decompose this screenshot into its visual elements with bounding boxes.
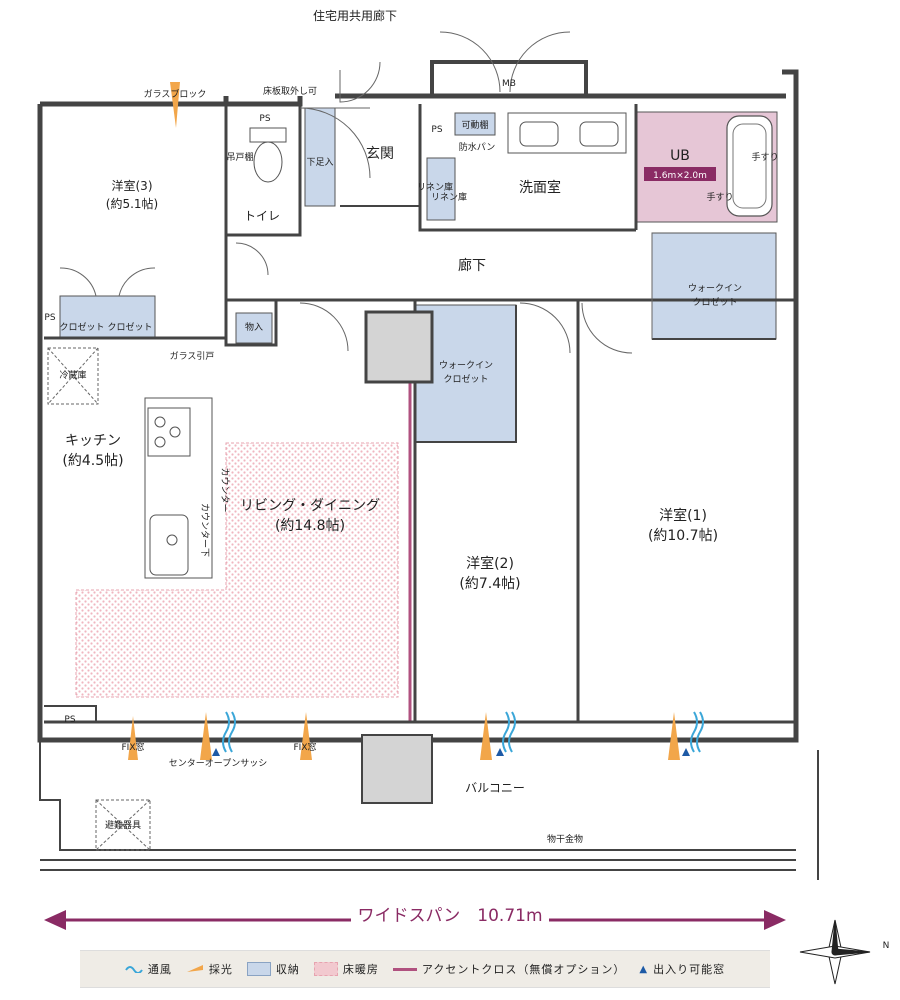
hallway-label: 廊下 [458,257,486,274]
wave-icon [125,966,143,973]
glass-sliding-label: ガラス引戸 [170,351,215,362]
kitchen-name: キッチン [65,433,121,449]
kitchen-counter [144,397,213,579]
living-size: (約14.8帖) [275,518,345,534]
wic2-label-1: ウォークイン [439,360,493,371]
handrail-label: 手すり [751,151,778,163]
floor-heating-swatch [313,962,338,976]
legend-item: ▲ 出入り可能窓 [639,963,726,976]
door-swings [59,31,653,354]
waterproof-pan-label: 防水パン [459,141,495,153]
drying-hardware-label: 物干金物 [547,833,583,845]
hanging-shelf-label: 吊戸棚 [226,151,253,163]
mb-label: MB [502,79,516,89]
closet-label-2: クロゼット [107,321,152,333]
shaft-block [364,310,434,384]
balcony-block [361,734,433,804]
counter-under-label: カウンター下 [199,503,210,557]
evac-box [95,799,151,851]
window-access-marks [212,748,690,756]
room2-name: 洋室(2) [466,555,514,572]
light-cone-icon [186,965,203,972]
room3-name: 洋室(3) [112,178,153,193]
washroom-label: 洗面室 [519,179,561,196]
wic2-label-2: クロゼット [443,373,488,385]
balcony-label: バルコニー [465,781,525,795]
wic-label-1: ウォークイン [688,283,742,294]
wide-span-text: ワイドスパン 10.71m [0,901,900,926]
living-name: リビング・ダイニング [240,498,380,514]
north-label: N [883,941,890,951]
room1-size: (約10.7帖) [648,528,718,544]
movable-shelf-label: 可動棚 [461,119,488,131]
ps-label: PS [259,114,270,124]
corridor-top-label: 住宅用共用廊下 [313,8,397,23]
wind-indicators [222,711,704,753]
accent-line-icon [392,967,417,971]
wic-label-2: クロゼット [692,296,737,308]
floor-heating-area [75,442,399,698]
legend-item: 通風 [125,961,172,977]
evac-label: 避難器具 [105,819,141,831]
legend-item: アクセントクロス（無償オプション） [392,961,625,977]
room1-name: 洋室(1) [659,507,707,524]
shoe-storage-label: 下足入 [306,157,333,168]
light-indicators [128,82,680,760]
storage-swatch [246,962,271,976]
entrance-label: 玄関 [366,145,394,162]
walls [37,60,819,880]
kitchen-size: (約4.5帖) [62,453,123,469]
toilet-label: トイレ [244,209,280,223]
fridge-box [47,347,99,405]
washbasins [507,112,627,154]
fridge-label: 冷蔵庫 [59,369,86,381]
legend-item: 収納 [246,961,300,977]
compass-icon [799,919,871,985]
toilet-fixture [249,127,287,183]
ps-label: PS [431,125,442,135]
center-sash-label: センターオープンサッシ [169,758,267,769]
linen-label: リネン庫 [417,181,453,193]
room3-size: (約5.1帖) [106,196,158,211]
floor-panel-label: 床板取外し可 [263,85,317,97]
bathtub [726,115,773,217]
closet-label: クロゼット [59,321,104,333]
handrail-label-2: 手すり [706,191,733,203]
ps-label: PS [44,313,55,323]
triangle-icon: ▲ [639,963,649,975]
glass-block-label: ガラスブロック [144,88,207,100]
storage-label: 物入 [245,321,263,333]
fix-window-label-2: FIX窓 [294,741,317,753]
legend-item: 床暖房 [313,961,379,977]
legend-item: 採光 [186,961,233,977]
ps-label: PS [64,715,75,725]
counter-label: カウンター [219,467,230,512]
room2-size: (約7.4帖) [459,576,520,592]
ub-label: UB [670,148,690,164]
legend: 通風 採光 収納 床暖房 アクセントクロス（無償オプション） ▲ 出入り可能窓 [80,950,770,988]
ub-size-label: 1.6m×2.0m [653,171,707,181]
fix-window-label: FIX窓 [122,741,145,753]
storage-areas [59,107,777,443]
linen-label-2: リネン庫 [431,191,467,203]
